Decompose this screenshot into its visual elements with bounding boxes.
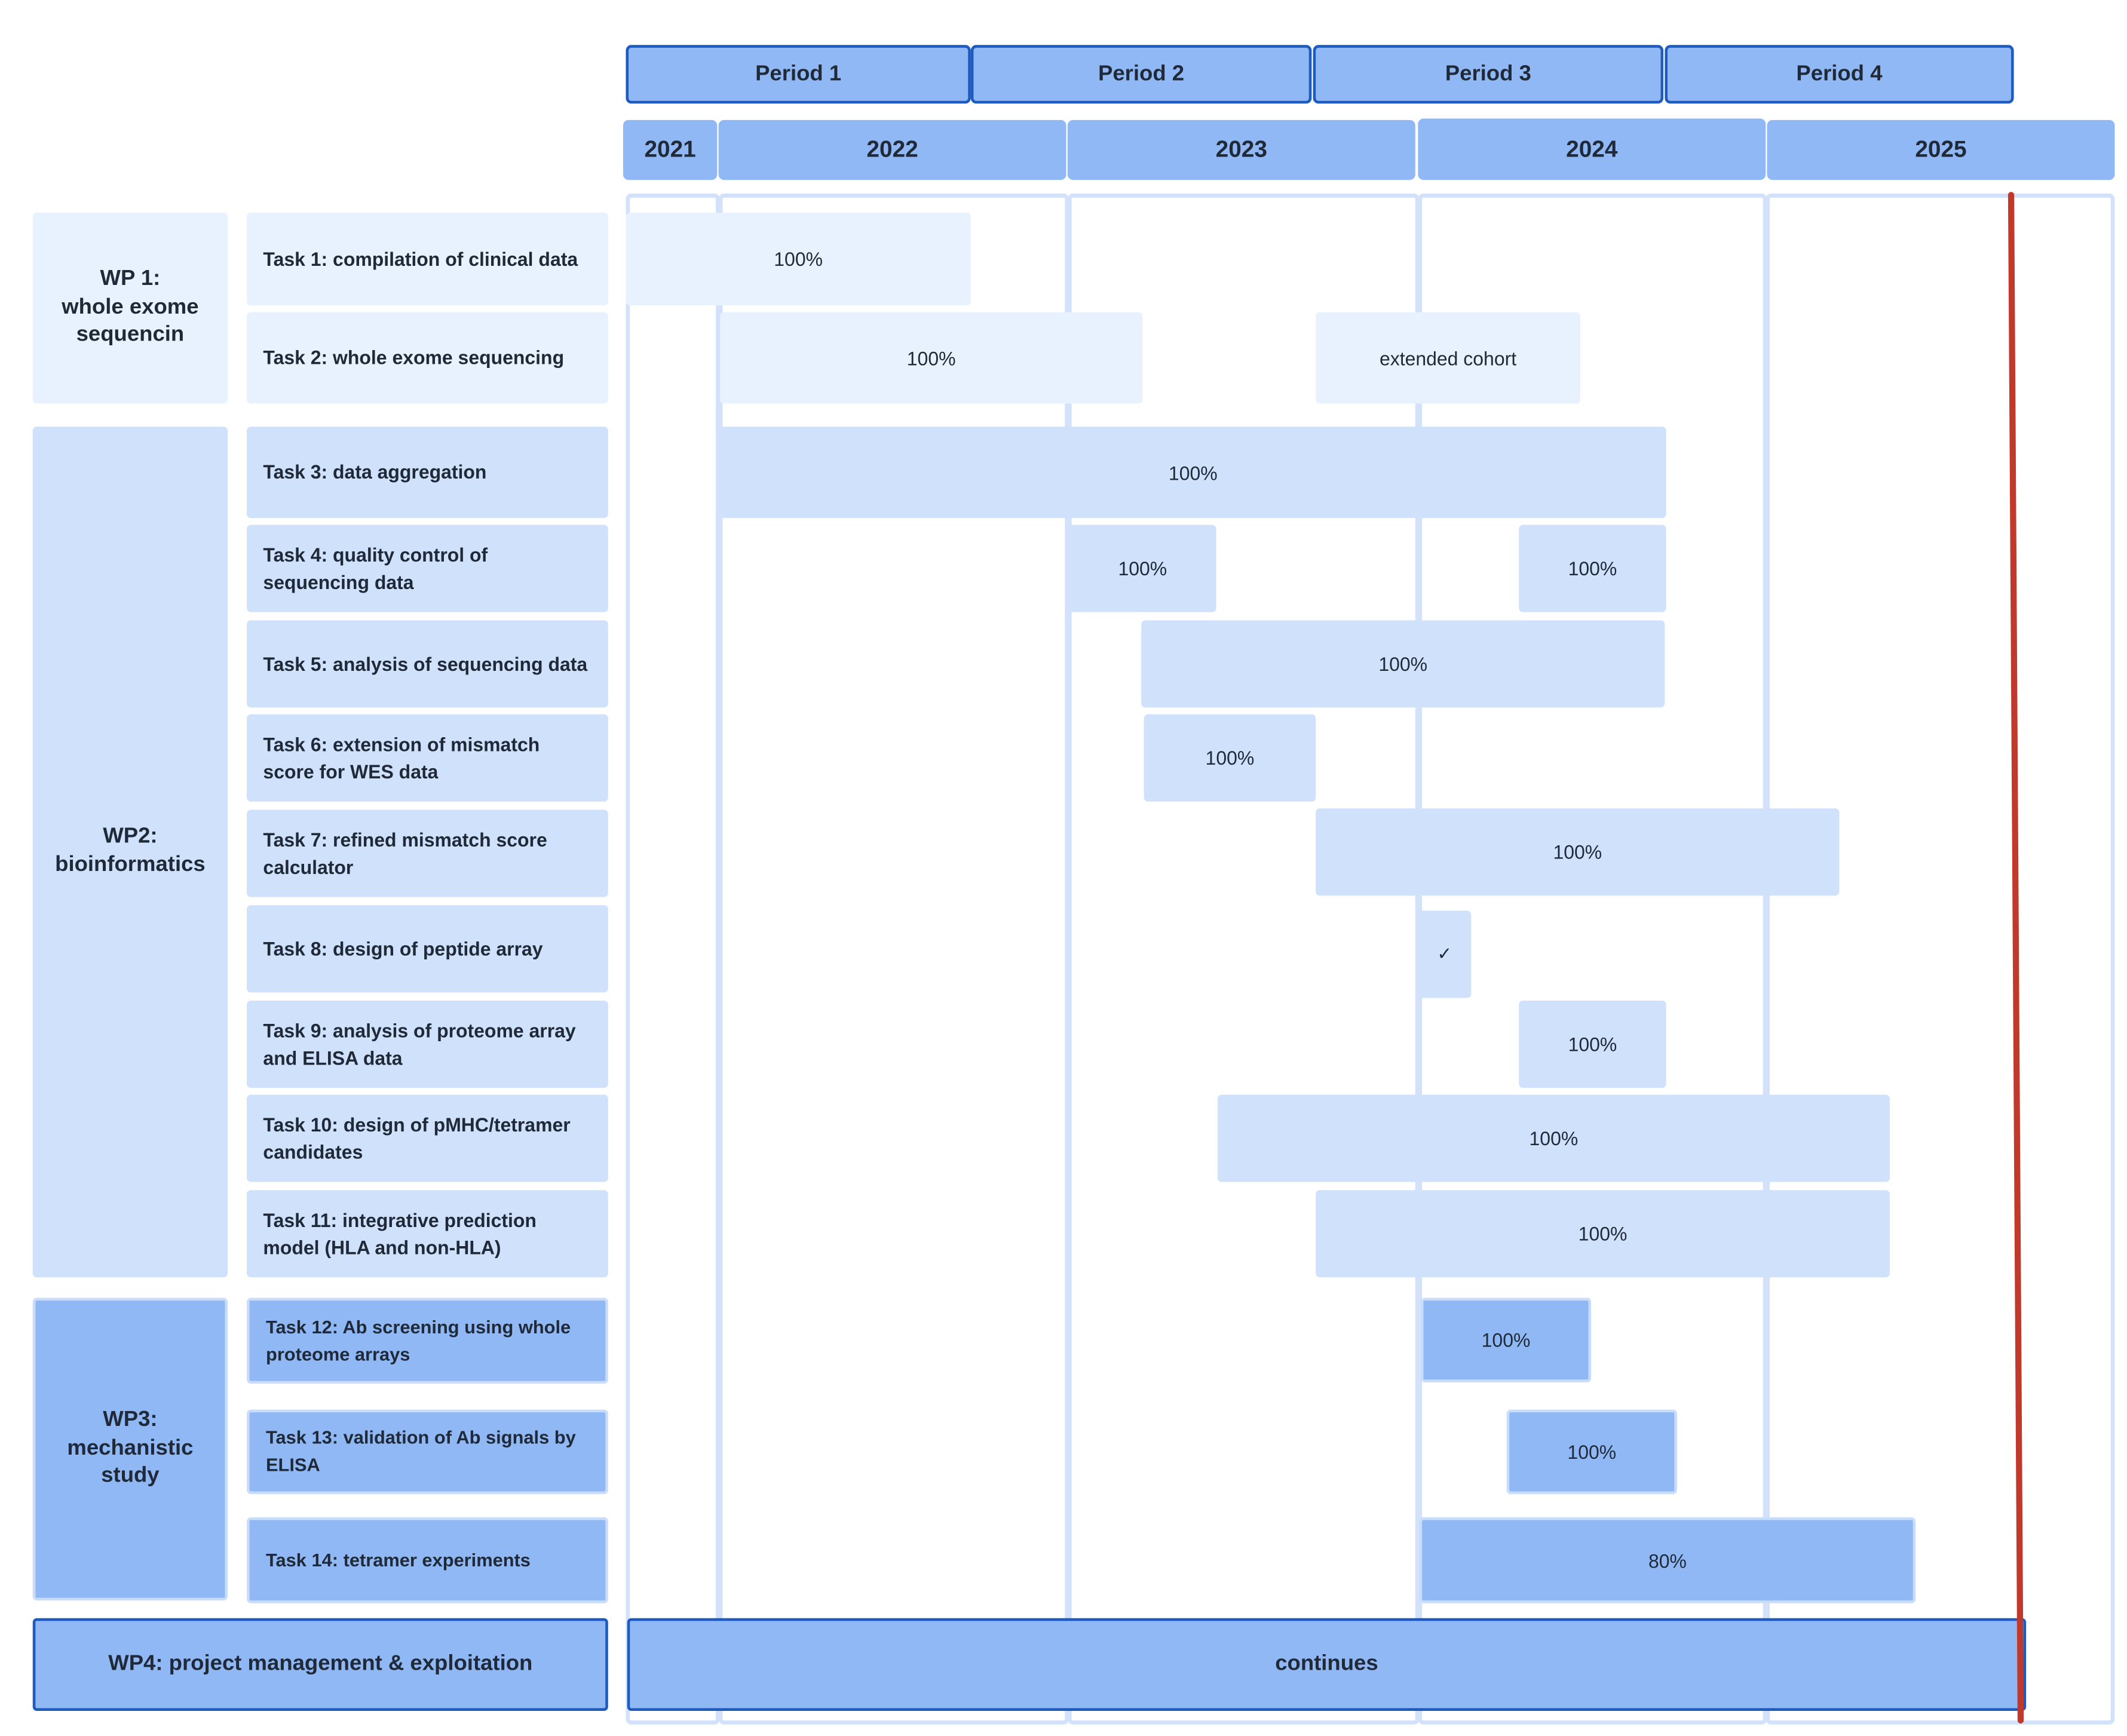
task-bar: 100% [1519,1001,1666,1088]
task-bar: 100% [1420,1298,1592,1382]
period-header: Period 2 [970,45,1312,104]
task-bar: 100% [1141,620,1665,708]
year-column-2025 [1766,194,2115,1725]
task-bar: 100% [1506,1409,1677,1495]
task-bar: 100% [626,212,971,306]
period-header: Period 4 [1665,45,2014,104]
task-bar: 100% [1069,525,1216,612]
task-bar: extended cohort [1316,312,1580,404]
task-label: Task 6: extension of mismatch score for … [247,714,608,802]
task-bar: 100% [1519,525,1666,612]
task-label: Task 13: validation of Ab signals by ELI… [247,1409,608,1495]
task-bar: 100% [1316,808,1840,896]
wp4-label: WP4: project management & exploitation [32,1618,608,1711]
year-header: 2023 [1067,119,1415,180]
task-label: Task 8: design of peptide array [247,905,608,993]
task-bar: 100% [719,427,1666,519]
task-bar: 100% [719,312,1143,404]
task-label: Task 4: quality control of sequencing da… [247,525,608,612]
wp3-label: WP3: mechanistic study [32,1298,228,1601]
task-label: Task 7: refined mismatch score calculato… [247,809,608,897]
wp4-bar: continues [627,1618,2027,1711]
task-label: Task 11: integrative prediction model (H… [247,1190,608,1278]
year-header: 2025 [1767,119,2115,180]
period-header: Period 1 [626,45,971,104]
task-bar: 100% [1217,1094,1890,1182]
check-icon: ✓ [1418,910,1472,998]
wp1-label: WP 1: whole exome sequencin [32,212,228,404]
year-column-2022 [718,194,1069,1725]
task-label: Task 1: compilation of clinical data [247,212,608,306]
task-label: Task 3: data aggregation [247,427,608,519]
task-label: Task 2: whole exome sequencing [247,312,608,404]
year-header: 2021 [623,119,718,180]
task-label: Task 12: Ab screening using whole proteo… [247,1298,608,1384]
year-header: 2024 [1418,118,1766,180]
year-column-2021 [626,194,720,1725]
task-label: Task 10: design of pMHC/tetramer candida… [247,1094,608,1182]
year-column-2023 [1067,194,1420,1725]
wp2-label: WP2: bioinformatics [32,427,228,1278]
period-header: Period 3 [1313,45,1664,104]
task-label: Task 14: tetramer experiments [247,1517,608,1603]
task-bar: 100% [1144,714,1316,802]
year-header: 2022 [718,119,1066,180]
task-label: Task 5: analysis of sequencing data [247,620,608,708]
task-bar: 100% [1316,1190,1890,1278]
task-label: Task 9: analysis of proteome array and E… [247,1001,608,1088]
task-bar: 80% [1419,1517,1916,1603]
